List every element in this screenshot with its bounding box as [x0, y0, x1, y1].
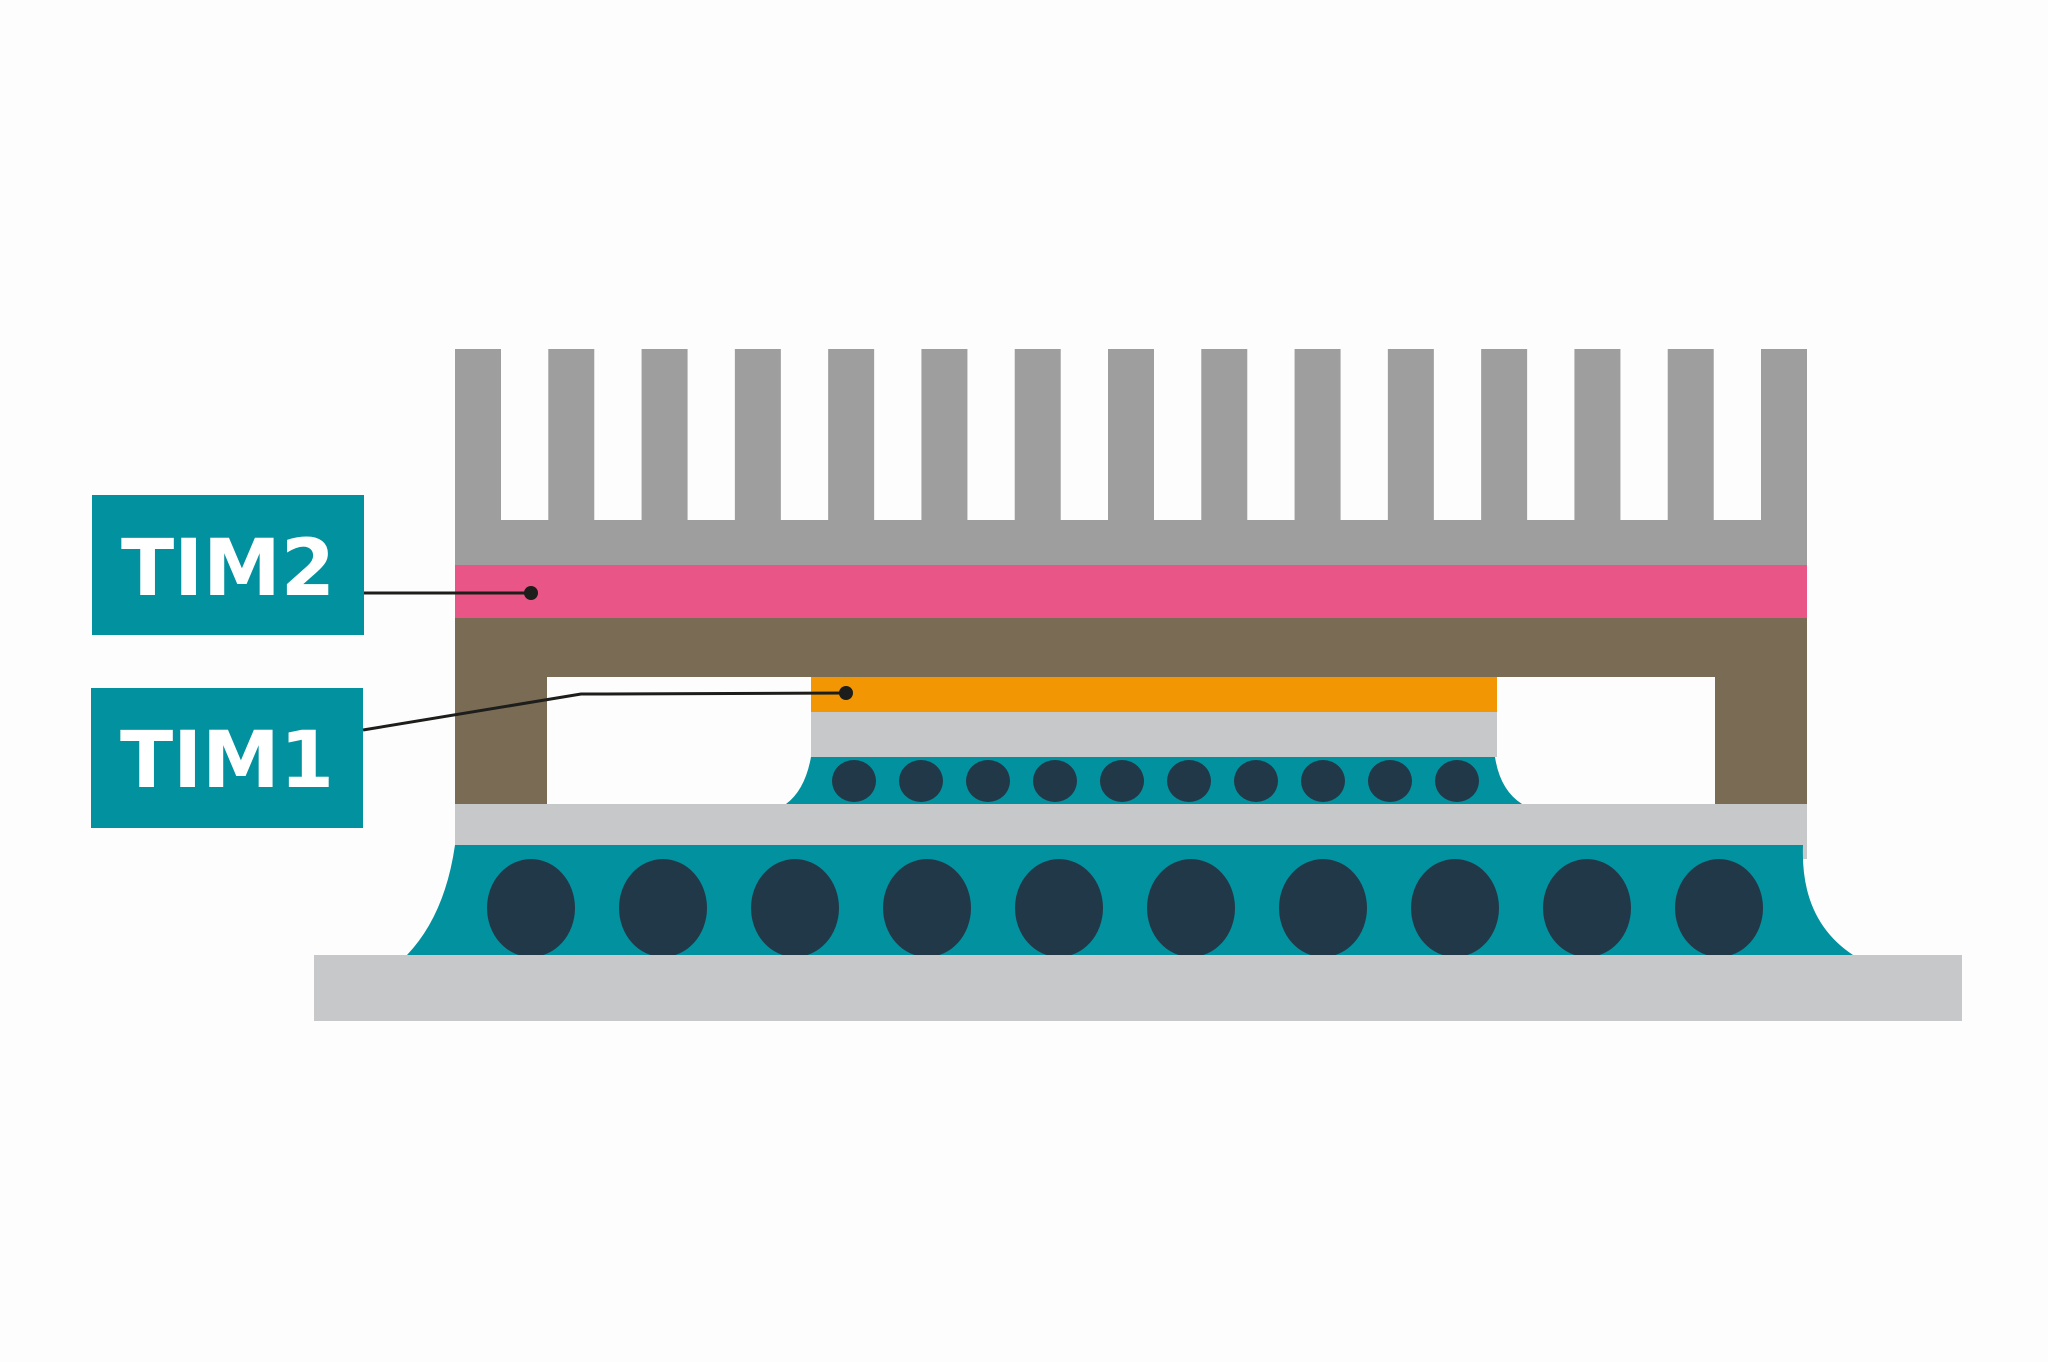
- heatsink-fin: [1387, 349, 1434, 524]
- bga-ball: [751, 859, 839, 957]
- heatsink-fin: [1014, 349, 1061, 524]
- bga-ball: [1147, 859, 1235, 957]
- heatsink-fin: [1294, 349, 1341, 524]
- heatsink-fin: [1108, 349, 1154, 524]
- heatsink-fin: [1201, 349, 1248, 524]
- micro-bump: [1435, 760, 1479, 802]
- lid: [455, 618, 1807, 804]
- heatsink-fin: [641, 349, 688, 524]
- heatsink-fin: [1667, 349, 1714, 524]
- tim2-label-box: [92, 495, 364, 635]
- bga-solder-balls: [487, 859, 1763, 957]
- micro-bump: [1100, 760, 1144, 802]
- tim1-callout: TIM1: [91, 686, 853, 828]
- micro-bump: [1368, 760, 1412, 802]
- heatsink-fins: [455, 349, 1807, 524]
- micro-bump: [1167, 760, 1211, 802]
- heatsink-fin: [921, 349, 968, 524]
- tim1-leader-dot: [839, 686, 853, 700]
- micro-bump: [966, 760, 1010, 802]
- bga-ball: [1411, 859, 1499, 957]
- heatsink: [455, 349, 1807, 565]
- heatsink-fin: [828, 349, 875, 524]
- tim1-label-box: [91, 688, 363, 828]
- tim1-label: TIM1: [120, 716, 334, 806]
- bga-ball: [1675, 859, 1763, 957]
- tim1-leader-line: [362, 691, 847, 732]
- bga-ball: [883, 859, 971, 957]
- tim2-layer: [455, 565, 1807, 618]
- micro-bump: [832, 760, 876, 802]
- micro-bump: [1033, 760, 1077, 802]
- tim2-leader-dot: [524, 586, 538, 600]
- heatsink-fin: [1574, 349, 1621, 524]
- bga-ball: [619, 859, 707, 957]
- bga-ball: [1279, 859, 1367, 957]
- heatsink-fin: [734, 349, 781, 524]
- heatsink-fin: [1481, 349, 1528, 524]
- micro-bump: [1234, 760, 1278, 802]
- bga-ball: [1015, 859, 1103, 957]
- micro-bumps: [832, 760, 1479, 802]
- heatsink-base: [455, 520, 1807, 565]
- heatsink-fin: [455, 349, 501, 524]
- tim2-callout: TIM2: [92, 495, 538, 635]
- tim1-layer: [811, 677, 1497, 712]
- bga-ball: [1543, 859, 1631, 957]
- die: [811, 712, 1497, 757]
- heatsink-fin: [548, 349, 595, 524]
- micro-bump: [1301, 760, 1345, 802]
- pcb-board: [314, 955, 1962, 1021]
- bga-ball: [487, 859, 575, 957]
- micro-bump: [899, 760, 943, 802]
- tim2-label: TIM2: [121, 524, 335, 614]
- heatsink-fin: [1761, 349, 1807, 524]
